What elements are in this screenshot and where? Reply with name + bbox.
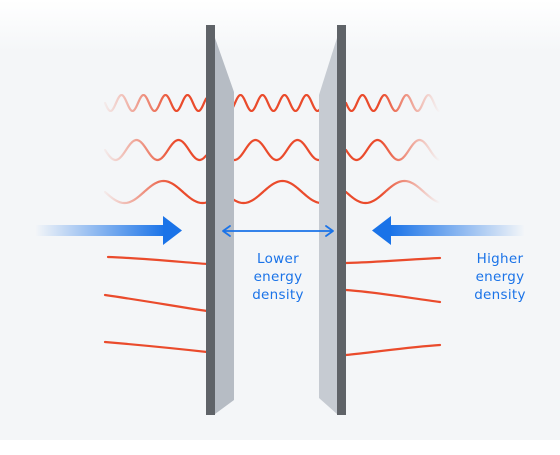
arrows <box>35 216 525 245</box>
wave-long-right <box>344 179 442 205</box>
lower-energy-density-label: Lower energy density <box>232 250 324 304</box>
wave-outer-left-1 <box>106 255 209 266</box>
wave-short-middle <box>222 93 338 113</box>
right-plate-face <box>319 38 337 414</box>
lower-label-line-2: energy <box>253 269 303 285</box>
wave-long-left <box>103 179 208 205</box>
wave-outer-right-3 <box>344 343 442 357</box>
background-panel <box>0 0 560 440</box>
wave-short-right <box>344 93 442 113</box>
wave-outer-left-2 <box>103 293 209 313</box>
push-arrow-right-head <box>372 216 391 245</box>
left-plate-face <box>215 38 234 414</box>
higher-label-line-1: Higher <box>476 251 524 267</box>
lower-label-line-3: density <box>252 287 304 303</box>
right-plate-edge <box>337 25 346 415</box>
wave-outer-left-3 <box>103 340 209 354</box>
waves <box>103 93 442 357</box>
left-plate <box>206 25 234 415</box>
wave-medium-middle <box>222 138 338 162</box>
wave-outer-right-1 <box>344 256 442 265</box>
gap-arrow <box>222 225 334 237</box>
wave-medium-right <box>344 138 442 162</box>
wave-short-left <box>103 93 208 113</box>
higher-energy-density-label: Higher energy density <box>448 250 552 304</box>
right-plate <box>319 25 346 415</box>
wave-medium-left <box>103 138 208 162</box>
push-arrow-right-shaft <box>390 225 525 236</box>
higher-label-line-2: energy <box>475 269 525 285</box>
higher-label-line-3: density <box>474 287 526 303</box>
wave-long-middle <box>222 179 338 205</box>
left-plate-edge <box>206 25 215 415</box>
wave-outer-right-2 <box>344 288 442 304</box>
lower-label-line-1: Lower <box>257 251 299 267</box>
push-arrow-left-head <box>163 216 182 245</box>
push-arrow-left-shaft <box>35 225 165 236</box>
